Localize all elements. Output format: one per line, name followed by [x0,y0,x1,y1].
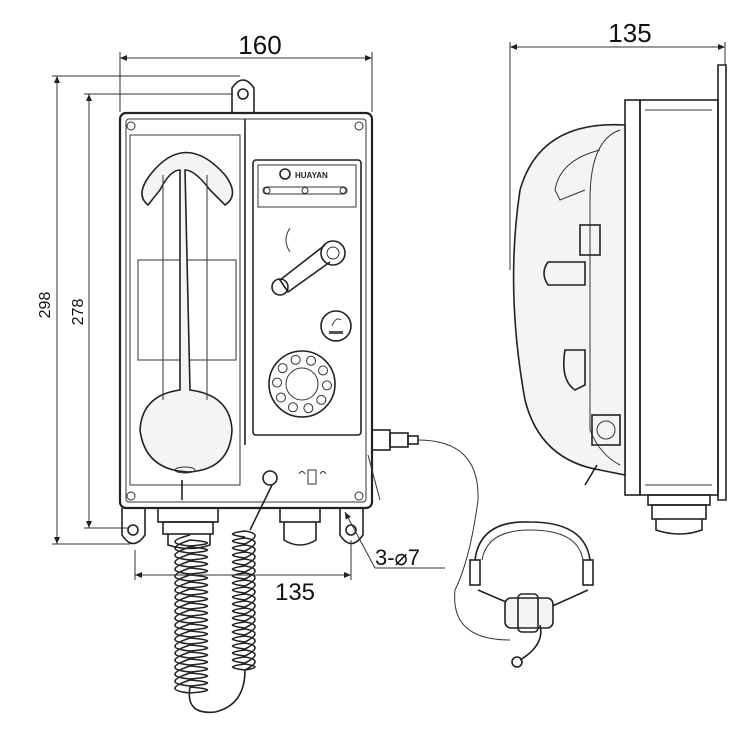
dial-hole [321,380,332,391]
headset [469,521,594,668]
dimension-135-bottom: 135 [134,540,352,606]
control-panel [252,159,362,436]
bottom-left-mounting-tab [121,508,146,545]
dial-hole [318,365,329,376]
headset-cable [417,439,511,641]
dimension-label-278: 278 [70,299,87,326]
handset [139,151,234,474]
rotary-dial[interactable] [268,350,336,418]
volume-knob[interactable] [262,470,278,486]
logo-icon [279,168,291,180]
cable-gland-right [279,507,321,546]
side-handset [512,123,626,476]
side-enclosure [639,99,719,496]
side-hook [579,224,601,256]
dimension-label-135-side: 135 [608,18,651,48]
dial-hole [303,403,314,414]
mounting-hole [237,88,249,100]
coiled-handset-cord [174,530,256,714]
side-view: 135 [509,18,727,535]
front-view: 160 298 278 [37,30,594,714]
top-mounting-tab [231,79,255,113]
dimension-label-298: 298 [37,292,54,319]
logo-text: HUAYAN [295,171,328,180]
dial-hole [272,377,283,388]
dial-hole [316,394,327,405]
dial-hole [287,402,298,413]
corner-screws [126,121,364,501]
dimension-278: 278 [70,93,232,529]
nameplate [257,164,357,208]
call-button[interactable] [320,310,352,342]
dimension-298: 298 [37,75,240,545]
dimension-label-135-front: 135 [275,579,315,606]
dial-hole [277,363,288,374]
mounting-hole [345,524,357,536]
magneto-crank-handle[interactable] [271,227,346,296]
mounting-hole-callout: 3-⌀7 [344,511,445,570]
dial-hole [306,355,317,366]
dimension-160: 160 [119,30,373,112]
handset-cradle [129,134,241,486]
dimension-label-160: 160 [238,30,281,60]
dimension-135-side: 135 [509,18,726,270]
cable-gland-left [157,507,219,550]
side-cable-gland [647,494,711,535]
mounting-hole-label: 3-⌀7 [375,545,420,570]
mode-switch[interactable] [307,469,317,485]
dial-hole [290,354,301,365]
enclosure-inner-frame [125,118,367,503]
dial-hole [275,392,286,403]
wall-plate [717,64,727,501]
mounting-hole [127,524,139,536]
headset-connector [367,429,419,501]
